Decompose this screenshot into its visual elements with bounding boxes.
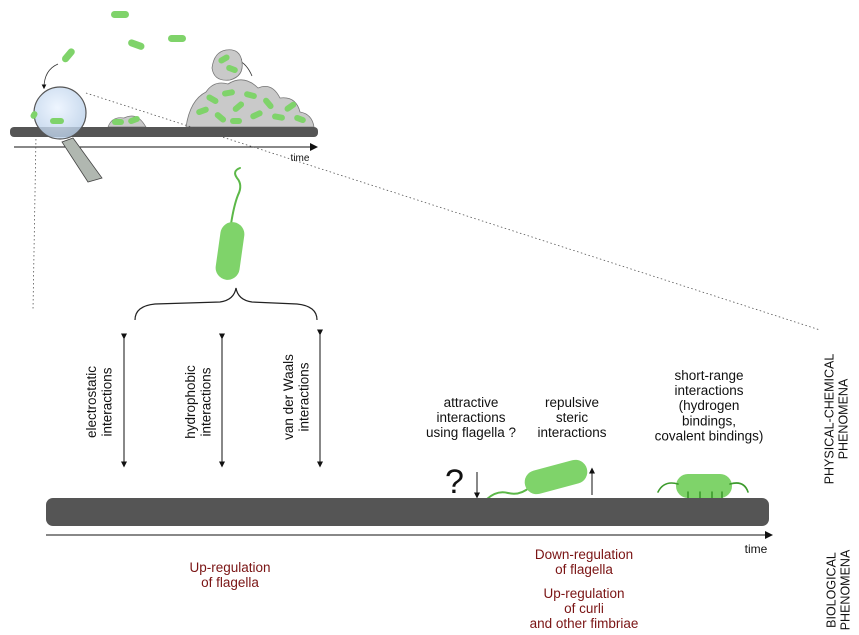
approaching-bacterium bbox=[215, 167, 245, 280]
planktonic-bacteria bbox=[61, 11, 186, 63]
biological-label: BIOLOGICALPHENOMENA bbox=[824, 549, 852, 630]
hydrophobic-text: hydrophobicinteractions bbox=[183, 365, 213, 439]
physical-chemical-label: PHYSICAL-CHEMICALPHENOMENA bbox=[822, 354, 850, 485]
detaching-cluster bbox=[211, 49, 243, 81]
bacterium-cell bbox=[215, 222, 245, 280]
zoom-line-right bbox=[85, 92, 821, 331]
bacterium bbox=[111, 11, 129, 18]
top-panel: time bbox=[10, 11, 821, 331]
question-mark: ? bbox=[445, 463, 464, 501]
early-colony bbox=[107, 115, 147, 128]
zoom-line-left bbox=[32, 134, 37, 311]
bacterium-cell bbox=[524, 459, 588, 495]
bacterium-cell bbox=[676, 474, 732, 498]
bottom-time-label: time bbox=[745, 542, 768, 556]
magnifier-icon bbox=[30, 86, 103, 183]
van-der-waals-text: van der Waalsinteractions bbox=[281, 354, 311, 440]
mature-biofilm bbox=[185, 79, 315, 128]
force-arrows bbox=[121, 329, 323, 468]
electrostatic-text: electrostaticinteractions bbox=[84, 366, 114, 438]
tilted-bacterium bbox=[486, 459, 588, 500]
flagellum bbox=[230, 167, 242, 225]
bacterium bbox=[168, 35, 186, 42]
bottom-surface bbox=[46, 498, 769, 526]
forces-brace bbox=[134, 287, 318, 321]
top-surface bbox=[10, 127, 318, 137]
attached-bacterium bbox=[657, 474, 749, 504]
bacterium bbox=[61, 48, 75, 63]
attachment-arrow bbox=[41, 63, 59, 90]
top-time-label: time bbox=[291, 153, 310, 164]
bacterium bbox=[128, 39, 145, 50]
flagellum bbox=[486, 486, 531, 500]
